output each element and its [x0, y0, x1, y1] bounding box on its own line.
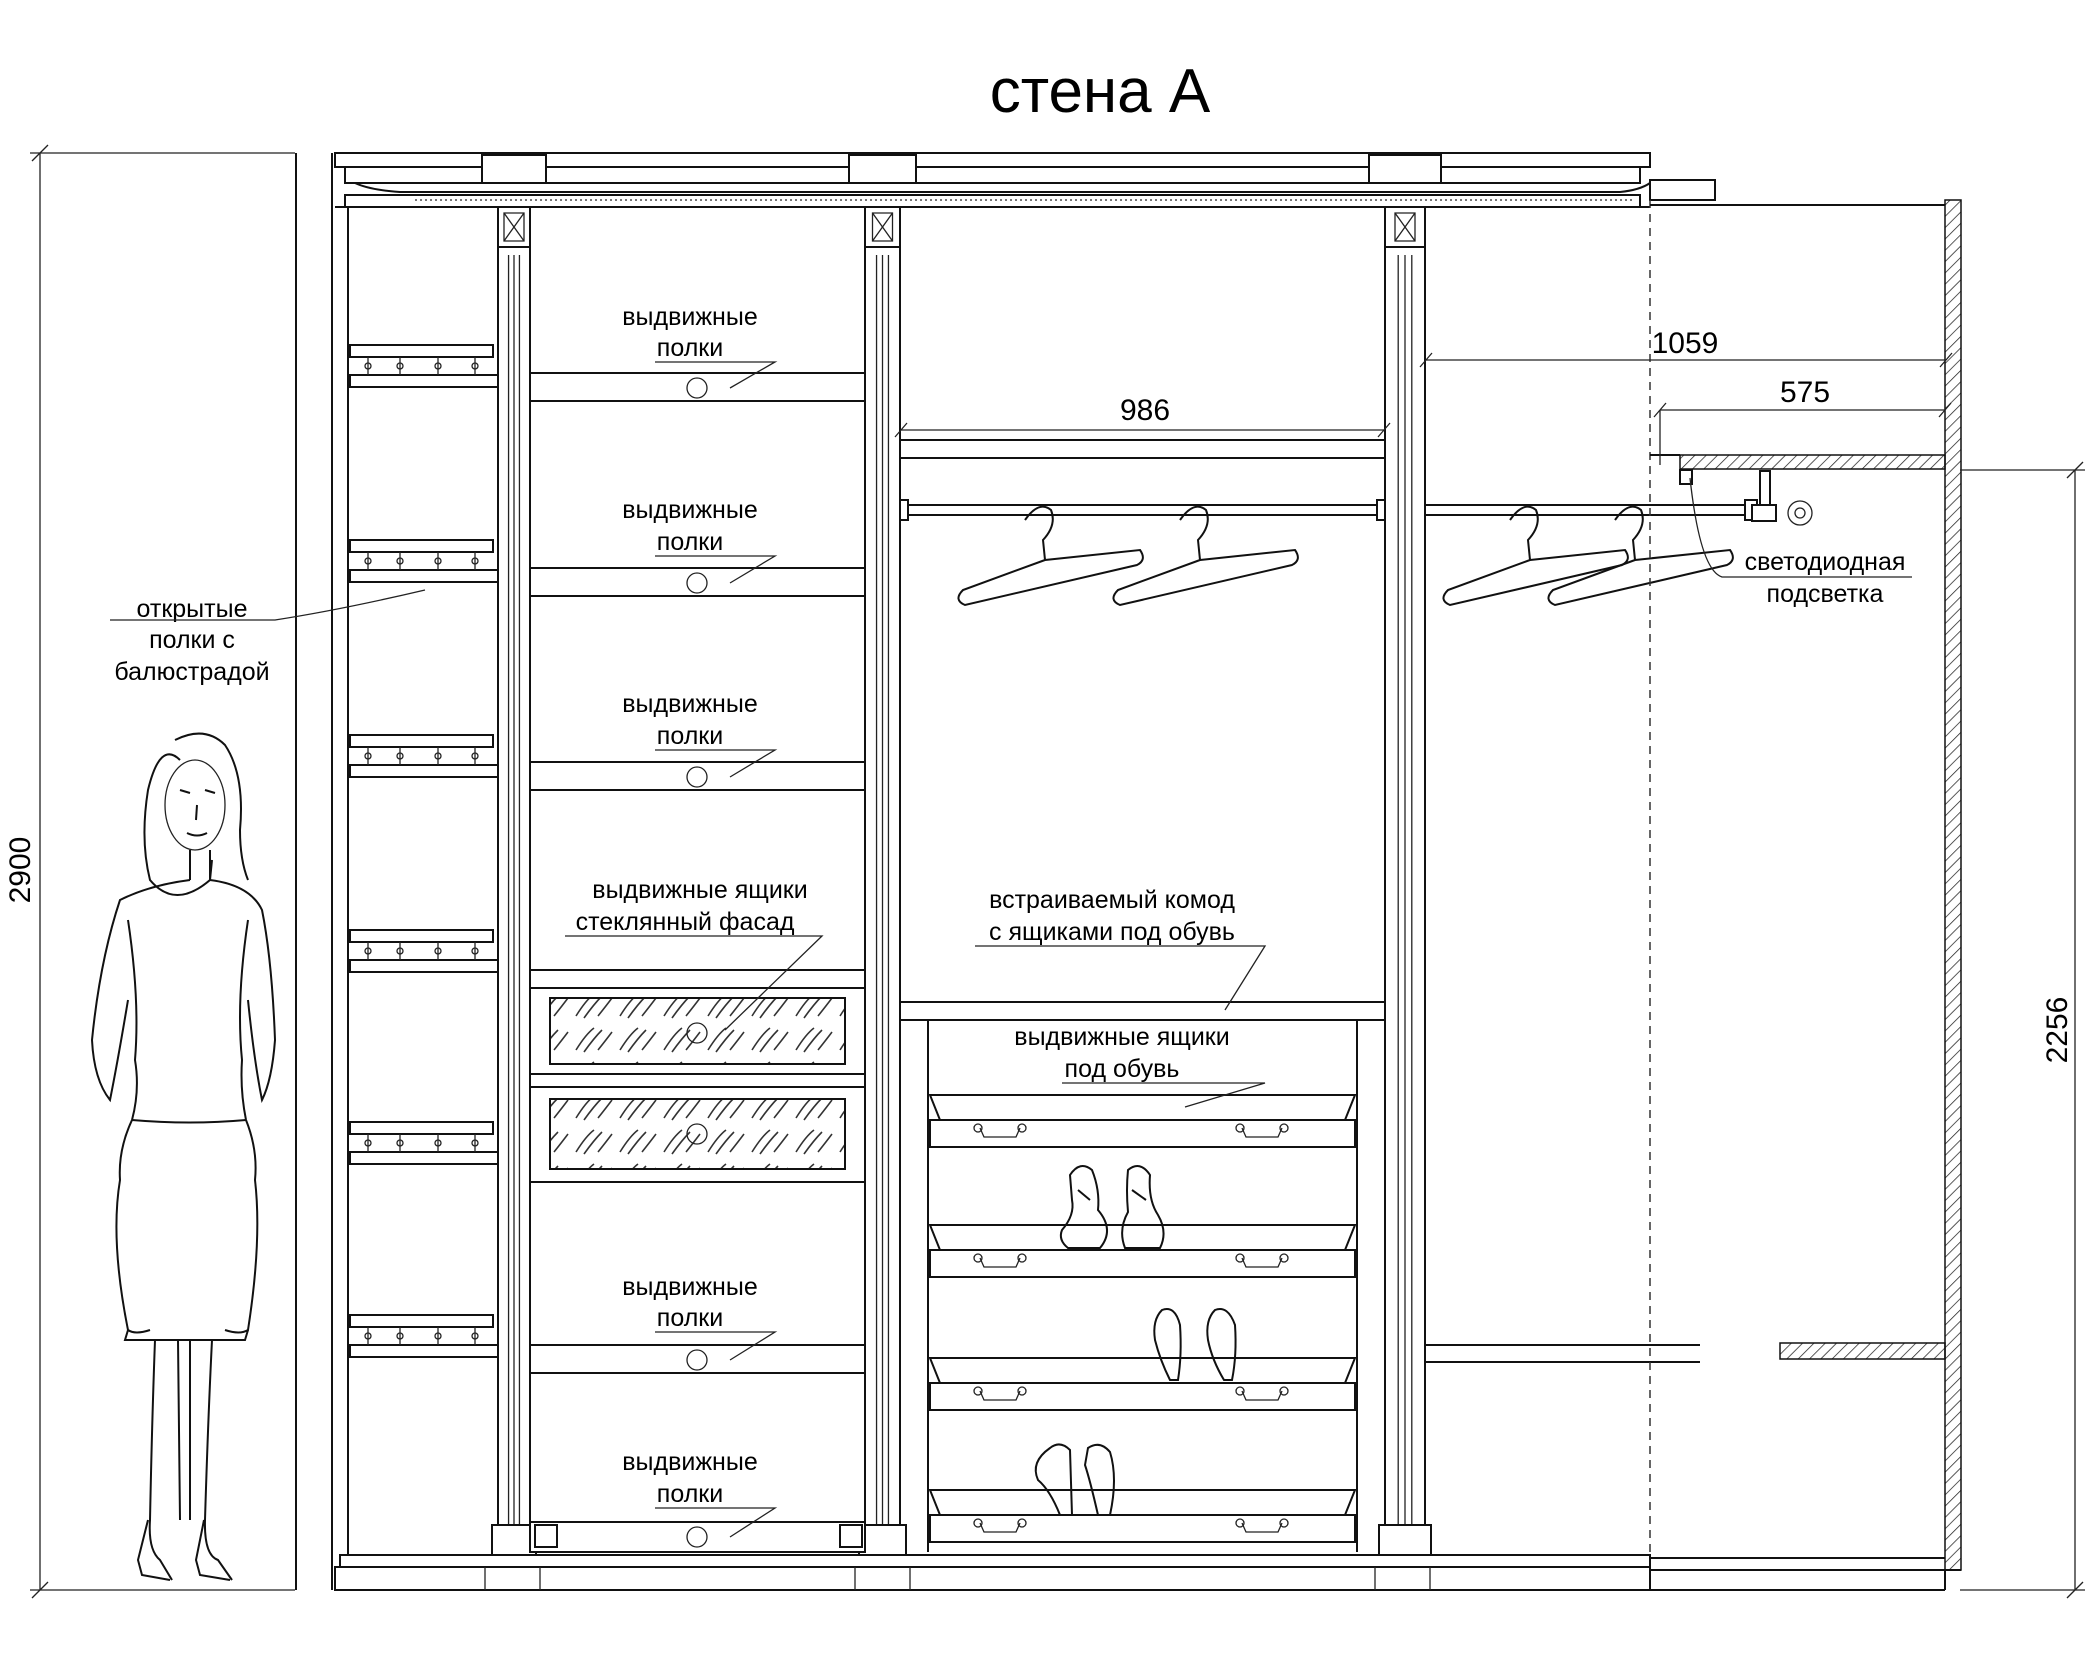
dimension-2256: 2256 [1960, 461, 2085, 1599]
column-2 [529, 372, 866, 1553]
label-pullout-shelves-5: выдвижные полки [622, 1448, 778, 1538]
balustrade-shelf [349, 539, 499, 583]
svg-text:подсветка: подсветка [1767, 580, 1884, 608]
cornice [334, 152, 1716, 208]
balustrade-shelves [349, 344, 499, 1358]
pullout-shelf-3 [529, 761, 866, 791]
dimension-575-label: 575 [1780, 376, 1830, 409]
balustrade-shelf [349, 1314, 499, 1358]
svg-text:с ящиками под обувь: с ящиками под обувь [989, 918, 1235, 946]
svg-text:стеклянный фасад: стеклянный фасад [576, 908, 795, 936]
svg-text:полки: полки [657, 1480, 723, 1508]
svg-text:выдвижные: выдвижные [622, 303, 758, 331]
hanger-icon [1547, 505, 1734, 607]
svg-text:выдвижные: выдвижные [622, 690, 758, 718]
dimension-total-height: 2900 [4, 144, 295, 1599]
hanger-icon [1112, 505, 1299, 607]
label-led-lighting: светодиодная подсветка [1689, 477, 1912, 608]
shoe-drawer [928, 1357, 1357, 1411]
shoe-drawer [928, 1489, 1357, 1543]
svg-text:полки: полки [657, 1304, 723, 1332]
shoe-icon [1059, 1165, 1165, 1249]
svg-text:выдвижные ящики: выдвижные ящики [592, 876, 807, 904]
dimension-2900-label: 2900 [4, 837, 37, 904]
svg-text:под обувь: под обувь [1065, 1055, 1180, 1083]
dimension-1059: 1059 [1419, 327, 1953, 368]
balustrade-shelf [349, 929, 499, 973]
page-title: стена А [990, 57, 1211, 126]
pullout-shelf-4 [529, 1344, 866, 1374]
person-figure-icon [90, 732, 277, 1581]
balustrade-shelf [349, 1121, 499, 1165]
svg-text:выдвижные: выдвижные [622, 1273, 758, 1301]
right-return [1649, 199, 1962, 1591]
hanger-icon [957, 505, 1144, 607]
svg-text:встраиваемый комод: встраиваемый комод [989, 886, 1235, 914]
svg-text:полки: полки [657, 528, 723, 556]
pilaster [481, 154, 547, 1556]
svg-text:балюстрадой: балюстрадой [114, 658, 269, 686]
dimension-986: 986 [894, 394, 1391, 438]
label-pullout-shelves-3: выдвижные полки [622, 690, 778, 778]
dimension-2256-label: 2256 [2041, 997, 2074, 1064]
svg-text:полки: полки [657, 722, 723, 750]
svg-text:выдвижные: выдвижные [622, 496, 758, 524]
pullout-shelf-1 [529, 372, 866, 402]
svg-text:полки: полки [657, 334, 723, 362]
column-4 [1425, 499, 1758, 1559]
svg-text:открытые: открытые [137, 595, 248, 623]
hangers [957, 505, 1734, 607]
label-open-shelves: открытые полки с балюстрадой [110, 589, 426, 686]
pilasters [481, 154, 1442, 1556]
label-builtin-dresser: встраиваемый комод с ящиками под обувь [975, 886, 1267, 1011]
dimension-1059-label: 1059 [1652, 327, 1719, 360]
column-3 [899, 439, 1386, 1552]
pilaster [848, 154, 917, 1556]
pullout-shelf-2 [529, 567, 866, 597]
shoe-drawers [928, 1094, 1357, 1543]
shoe-drawer [928, 1094, 1357, 1148]
label-pullout-shelves-2: выдвижные полки [622, 496, 778, 584]
svg-text:выдвижные: выдвижные [622, 1448, 758, 1476]
label-glass-drawers: выдвижные ящики стеклянный фасад [565, 876, 824, 1031]
dimension-575: 575 [1653, 376, 1952, 465]
shoe-icon [1153, 1308, 1237, 1381]
svg-text:светодиодная: светодиодная [1745, 548, 1906, 576]
shoe-icon [1034, 1443, 1115, 1516]
label-pullout-shelves-1: выдвижные полки [622, 303, 778, 389]
balustrade-shelf [349, 344, 499, 388]
shoe-drawer [928, 1224, 1357, 1278]
svg-text:выдвижные ящики: выдвижные ящики [1014, 1023, 1229, 1051]
hanger-icon [1442, 505, 1629, 607]
label-shoe-drawers: выдвижные ящики под обувь [1014, 1023, 1266, 1108]
plinth [334, 1554, 1651, 1591]
pilaster [1368, 154, 1442, 1556]
balustrade-shelf [349, 734, 499, 778]
dimension-986-label: 986 [1120, 394, 1170, 427]
svg-text:полки с: полки с [149, 626, 235, 654]
label-pullout-shelves-4: выдвижные полки [622, 1273, 778, 1361]
